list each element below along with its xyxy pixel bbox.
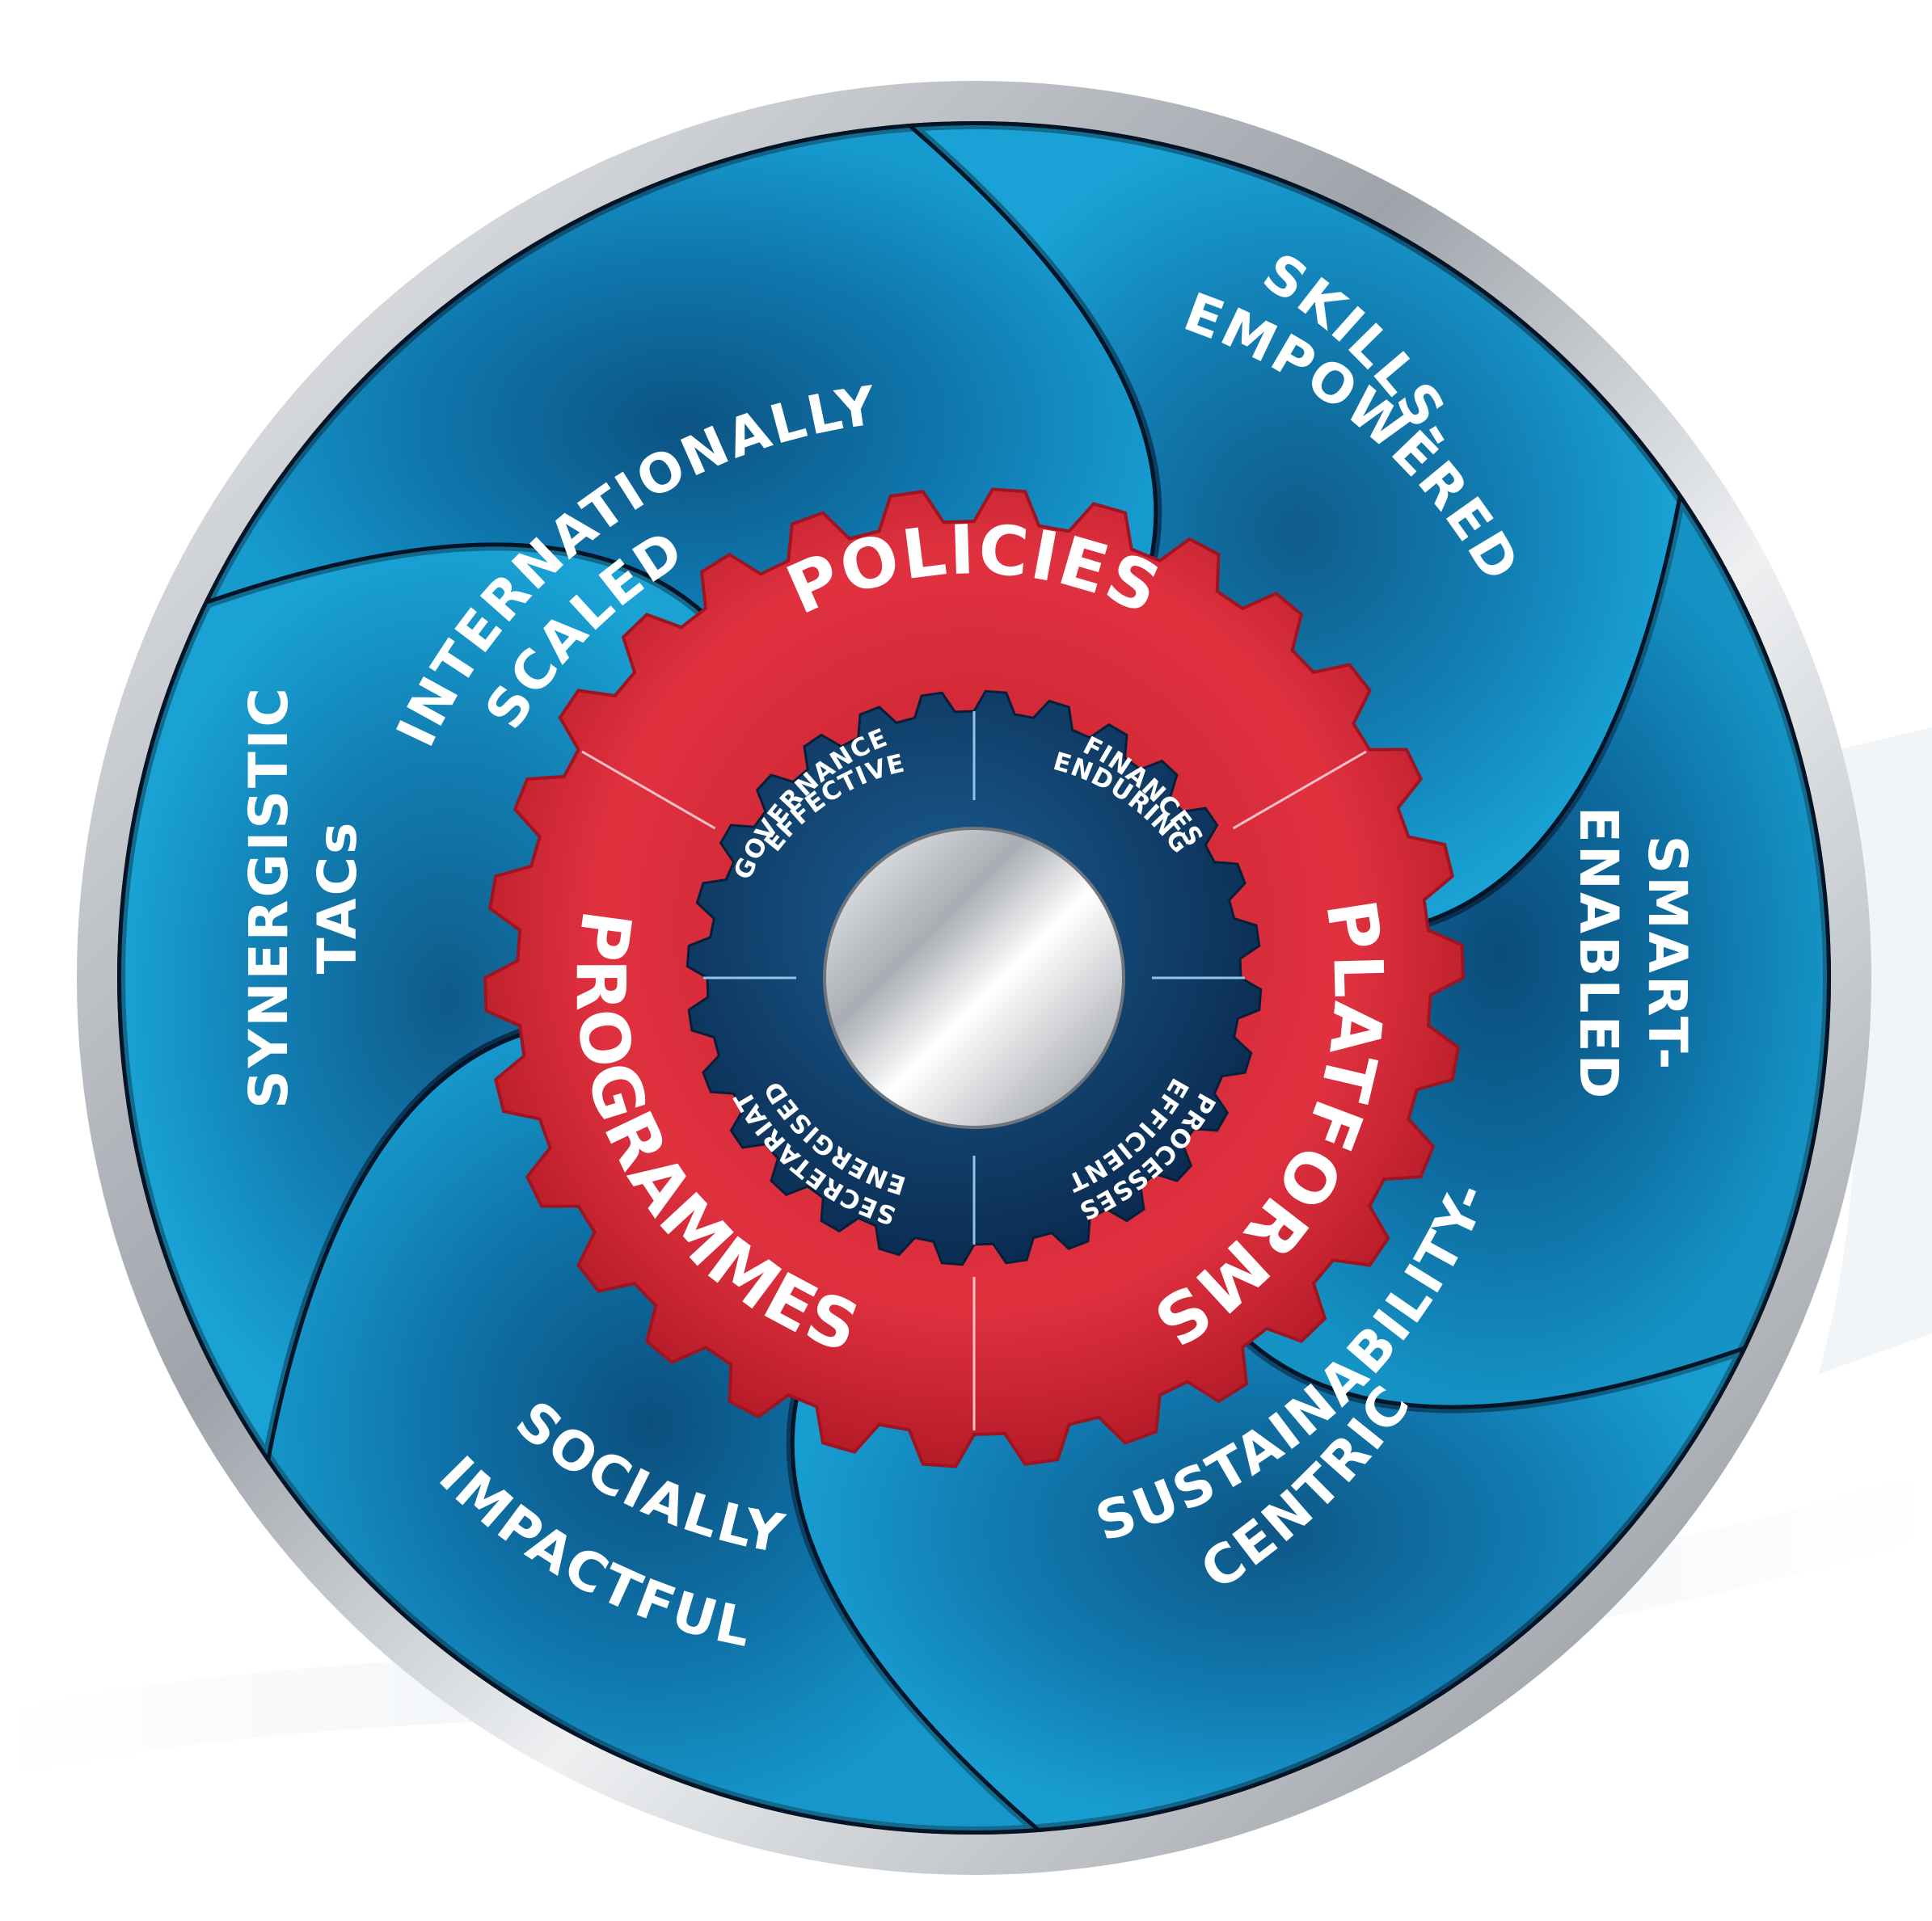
smart-label-line2: ENABLED [1567, 807, 1630, 1102]
outer-blade-shade [914, 125, 1681, 937]
synergistic-label-line2: TACs [306, 820, 369, 975]
outer-segment-synergistic: SYNERGISTIC TACs [238, 685, 369, 1109]
inner-gear: EFFECTIVE GOVERNANCE ENDURING FINANCES E… [685, 689, 1263, 1266]
center-hub [823, 827, 1125, 1129]
background-swoosh-right [1762, 727, 1932, 1374]
smart-label-line1: SMART- [1636, 836, 1698, 1072]
outer-segment-smart: SMART- ENABLED [1567, 807, 1698, 1102]
gear-divider [1232, 750, 1367, 830]
outer-blade-shade [267, 1018, 1034, 1831]
gear-dividers [581, 750, 1367, 1430]
gear-divider [581, 750, 716, 830]
synergistic-label-line1: SYNERGISTIC [238, 685, 300, 1109]
